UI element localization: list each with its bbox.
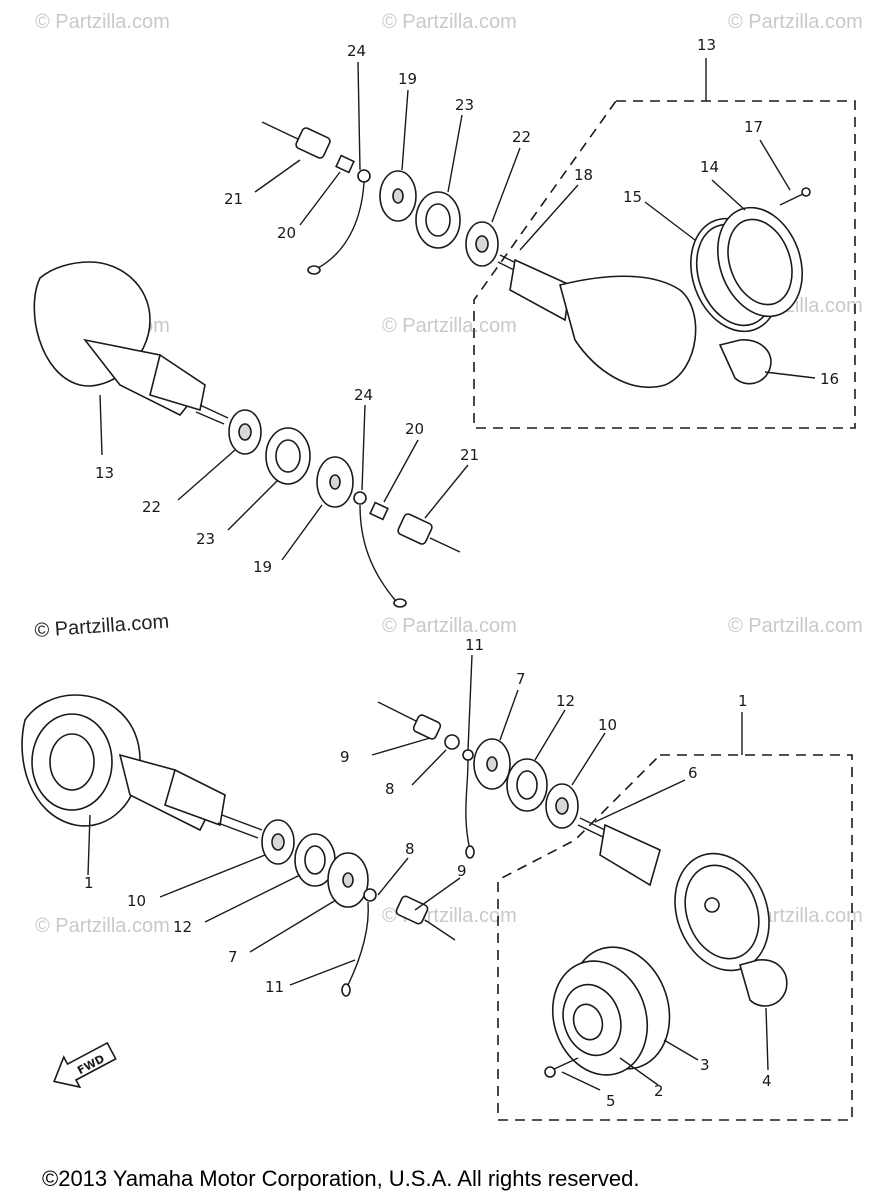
label-11: 11 [465, 636, 484, 654]
watermark: © Partzilla.com [35, 915, 170, 937]
part-21-nut [397, 513, 433, 545]
lower-left-stack [261, 819, 456, 997]
part-9-nut [395, 895, 429, 925]
leader-lines-upper [177, 61, 816, 561]
label-21: 21 [460, 446, 479, 464]
label-11: 11 [265, 978, 284, 996]
label-1: 1 [84, 874, 94, 892]
lower-assembly: 11 7 12 10 1 9 8 6 10 12 7 8 9 11 1 3 2 … [21, 636, 853, 1121]
label-10: 10 [127, 892, 146, 910]
leader-lines-lower [159, 654, 769, 1091]
part-labels-lower: 11 7 12 10 1 9 8 6 10 12 7 8 9 11 1 3 2 … [84, 636, 772, 1110]
label-3: 3 [700, 1056, 710, 1074]
label-7: 7 [516, 670, 526, 688]
part-2-lens [551, 960, 649, 1076]
label-19: 19 [398, 70, 417, 88]
watermark: © Partzilla.com [35, 11, 170, 33]
label-24: 24 [347, 42, 366, 60]
label-9: 9 [457, 862, 467, 880]
label-8: 8 [385, 780, 395, 798]
fwd-arrow-icon: FWD [53, 1041, 117, 1089]
left-signal-lamp-13 [33, 261, 229, 425]
lower-right-stack [377, 701, 606, 859]
label-6: 6 [688, 764, 698, 782]
label-23: 23 [455, 96, 474, 114]
label-22: 22 [142, 498, 161, 516]
part-5-screw [544, 1057, 579, 1078]
upper-right-stack [261, 121, 521, 275]
label-20: 20 [277, 224, 296, 242]
part-24-terminal [353, 491, 367, 505]
label-19: 19 [253, 558, 272, 576]
part-21-nut [295, 127, 331, 159]
label-16: 16 [820, 370, 839, 388]
part-20-washer [335, 154, 355, 174]
watermark: © Partzilla.com [382, 615, 517, 637]
upper-assembly: 13 24 19 23 22 18 17 14 15 21 20 16 13 2… [33, 36, 856, 608]
label-5: 5 [606, 1092, 616, 1110]
left-signal-lamp-1 [21, 694, 263, 839]
label-15: 15 [623, 188, 642, 206]
watermark-strong: © Partzilla.com [34, 611, 170, 642]
watermark: © Partzilla.com [728, 615, 863, 637]
leader-line [87, 814, 91, 876]
upper-left-stack [228, 409, 461, 608]
part-24-terminal [357, 169, 371, 183]
label-21: 21 [224, 190, 243, 208]
label-23: 23 [196, 530, 215, 548]
part-9-nut [412, 714, 442, 740]
label-20: 20 [405, 420, 424, 438]
label-1: 1 [738, 692, 748, 710]
assembly-13-dashed-box [473, 100, 856, 429]
right-signal-lamp-body [599, 823, 770, 972]
part-4-bulb [739, 959, 788, 1007]
copyright-footer: ©2013 Yamaha Motor Corporation, U.S.A. A… [42, 1166, 639, 1191]
label-12: 12 [556, 692, 575, 710]
label-9: 9 [340, 748, 350, 766]
label-14: 14 [700, 158, 719, 176]
label-24: 24 [354, 386, 373, 404]
part-16-bulb [718, 339, 772, 385]
label-7: 7 [228, 948, 238, 966]
leader-line [99, 394, 103, 456]
part-17-screw [779, 187, 811, 206]
right-signal-lamp-body [509, 258, 697, 388]
label-8: 8 [405, 840, 415, 858]
part-6-bolt [579, 817, 606, 831]
label-10: 10 [598, 716, 617, 734]
label-13: 13 [697, 36, 716, 54]
part-labels-upper: 13 24 19 23 22 18 17 14 15 21 20 16 13 2… [95, 36, 839, 576]
part-8-washer [363, 888, 377, 902]
watermark: © Partzilla.com [728, 11, 863, 33]
part-14-lens [717, 206, 803, 318]
part-20-washer [369, 501, 389, 521]
label-13: 13 [95, 464, 114, 482]
label-12: 12 [173, 918, 192, 936]
label-17: 17 [744, 118, 763, 136]
label-18: 18 [574, 166, 593, 184]
watermark: © Partzilla.com [382, 315, 517, 337]
watermark: © Partzilla.com [382, 11, 517, 33]
label-22: 22 [512, 128, 531, 146]
assembly-1-dashed-box [497, 754, 853, 1121]
label-4: 4 [762, 1072, 772, 1090]
label-2: 2 [654, 1082, 664, 1100]
part-8-washer [444, 734, 460, 750]
